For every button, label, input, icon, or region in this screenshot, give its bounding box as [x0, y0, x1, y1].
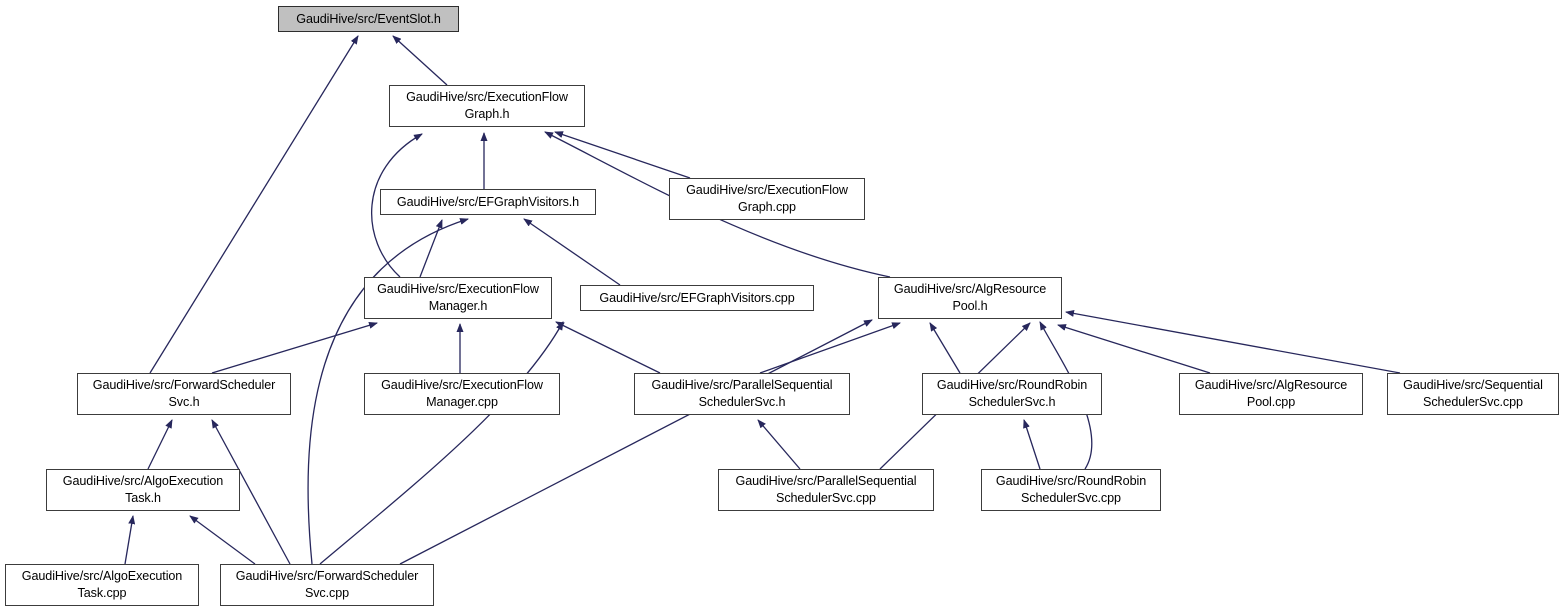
graph-node-roundrobin_cpp[interactable]: GaudiHive/src/RoundRobin SchedulerSvc.cp…	[981, 469, 1161, 511]
graph-node-label: GaudiHive/src/ParallelSequential Schedul…	[651, 378, 833, 409]
graph-node-execflowmanager_cpp[interactable]: GaudiHive/src/ExecutionFlow Manager.cpp	[364, 373, 560, 415]
graph-node-efgraphvisitors_cpp[interactable]: GaudiHive/src/EFGraphVisitors.cpp	[580, 285, 814, 311]
graph-node-algoexectask_h[interactable]: GaudiHive/src/AlgoExecution Task.h	[46, 469, 240, 511]
graph-node-label: GaudiHive/src/ExecutionFlow Manager.cpp	[381, 378, 543, 409]
graph-node-eventslot_h[interactable]: GaudiHive/src/EventSlot.h	[278, 6, 459, 32]
graph-node-roundrobin_h[interactable]: GaudiHive/src/RoundRobin SchedulerSvc.h	[922, 373, 1102, 415]
graph-node-parallelseq_cpp[interactable]: GaudiHive/src/ParallelSequential Schedul…	[718, 469, 934, 511]
graph-node-execflowgraph_h[interactable]: GaudiHive/src/ExecutionFlow Graph.h	[389, 85, 585, 127]
graph-node-forwardscheduler_h[interactable]: GaudiHive/src/ForwardScheduler Svc.h	[77, 373, 291, 415]
graph-node-label: GaudiHive/src/EventSlot.h	[296, 11, 441, 26]
graph-node-algresourcepool_h[interactable]: GaudiHive/src/AlgResource Pool.h	[878, 277, 1062, 319]
graph-node-label: GaudiHive/src/ForwardScheduler Svc.h	[92, 378, 276, 409]
graph-node-label: GaudiHive/src/ExecutionFlow Manager.h	[377, 282, 539, 313]
graph-node-algresourcepool_cpp[interactable]: GaudiHive/src/AlgResource Pool.cpp	[1179, 373, 1363, 415]
graph-node-label: GaudiHive/src/ExecutionFlow Graph.h	[406, 90, 568, 121]
graph-node-label: GaudiHive/src/AlgoExecution Task.h	[62, 474, 224, 505]
graph-node-label: GaudiHive/src/EFGraphVisitors.h	[396, 194, 580, 209]
graph-node-label: GaudiHive/src/RoundRobin SchedulerSvc.h	[936, 378, 1088, 409]
graph-node-algoexectask_cpp[interactable]: GaudiHive/src/AlgoExecution Task.cpp	[5, 564, 199, 606]
graph-node-parallelseq_h[interactable]: GaudiHive/src/ParallelSequential Schedul…	[634, 373, 850, 415]
graph-node-efgraphvisitors_h[interactable]: GaudiHive/src/EFGraphVisitors.h	[380, 189, 596, 215]
graph-node-label: GaudiHive/src/ForwardScheduler Svc.cpp	[235, 569, 419, 600]
graph-node-label: GaudiHive/src/AlgResource Pool.cpp	[1194, 378, 1348, 409]
graph-node-sequentialscheduler_cpp[interactable]: GaudiHive/src/Sequential SchedulerSvc.cp…	[1387, 373, 1559, 415]
graph-node-label: GaudiHive/src/EFGraphVisitors.cpp	[599, 290, 795, 305]
graph-node-label: GaudiHive/src/RoundRobin SchedulerSvc.cp…	[995, 474, 1147, 505]
graph-node-label: GaudiHive/src/Sequential SchedulerSvc.cp…	[1403, 378, 1543, 409]
graph-node-label: GaudiHive/src/AlgResource Pool.h	[893, 282, 1047, 313]
graph-node-forwardscheduler_cpp[interactable]: GaudiHive/src/ForwardScheduler Svc.cpp	[220, 564, 434, 606]
graph-node-label: GaudiHive/src/AlgoExecution Task.cpp	[21, 569, 183, 600]
graph-node-execflowmanager_h[interactable]: GaudiHive/src/ExecutionFlow Manager.h	[364, 277, 552, 319]
graph-node-execflowgraph_cpp[interactable]: GaudiHive/src/ExecutionFlow Graph.cpp	[669, 178, 865, 220]
graph-node-label: GaudiHive/src/ExecutionFlow Graph.cpp	[686, 183, 848, 214]
graph-node-label: GaudiHive/src/ParallelSequential Schedul…	[735, 474, 917, 505]
